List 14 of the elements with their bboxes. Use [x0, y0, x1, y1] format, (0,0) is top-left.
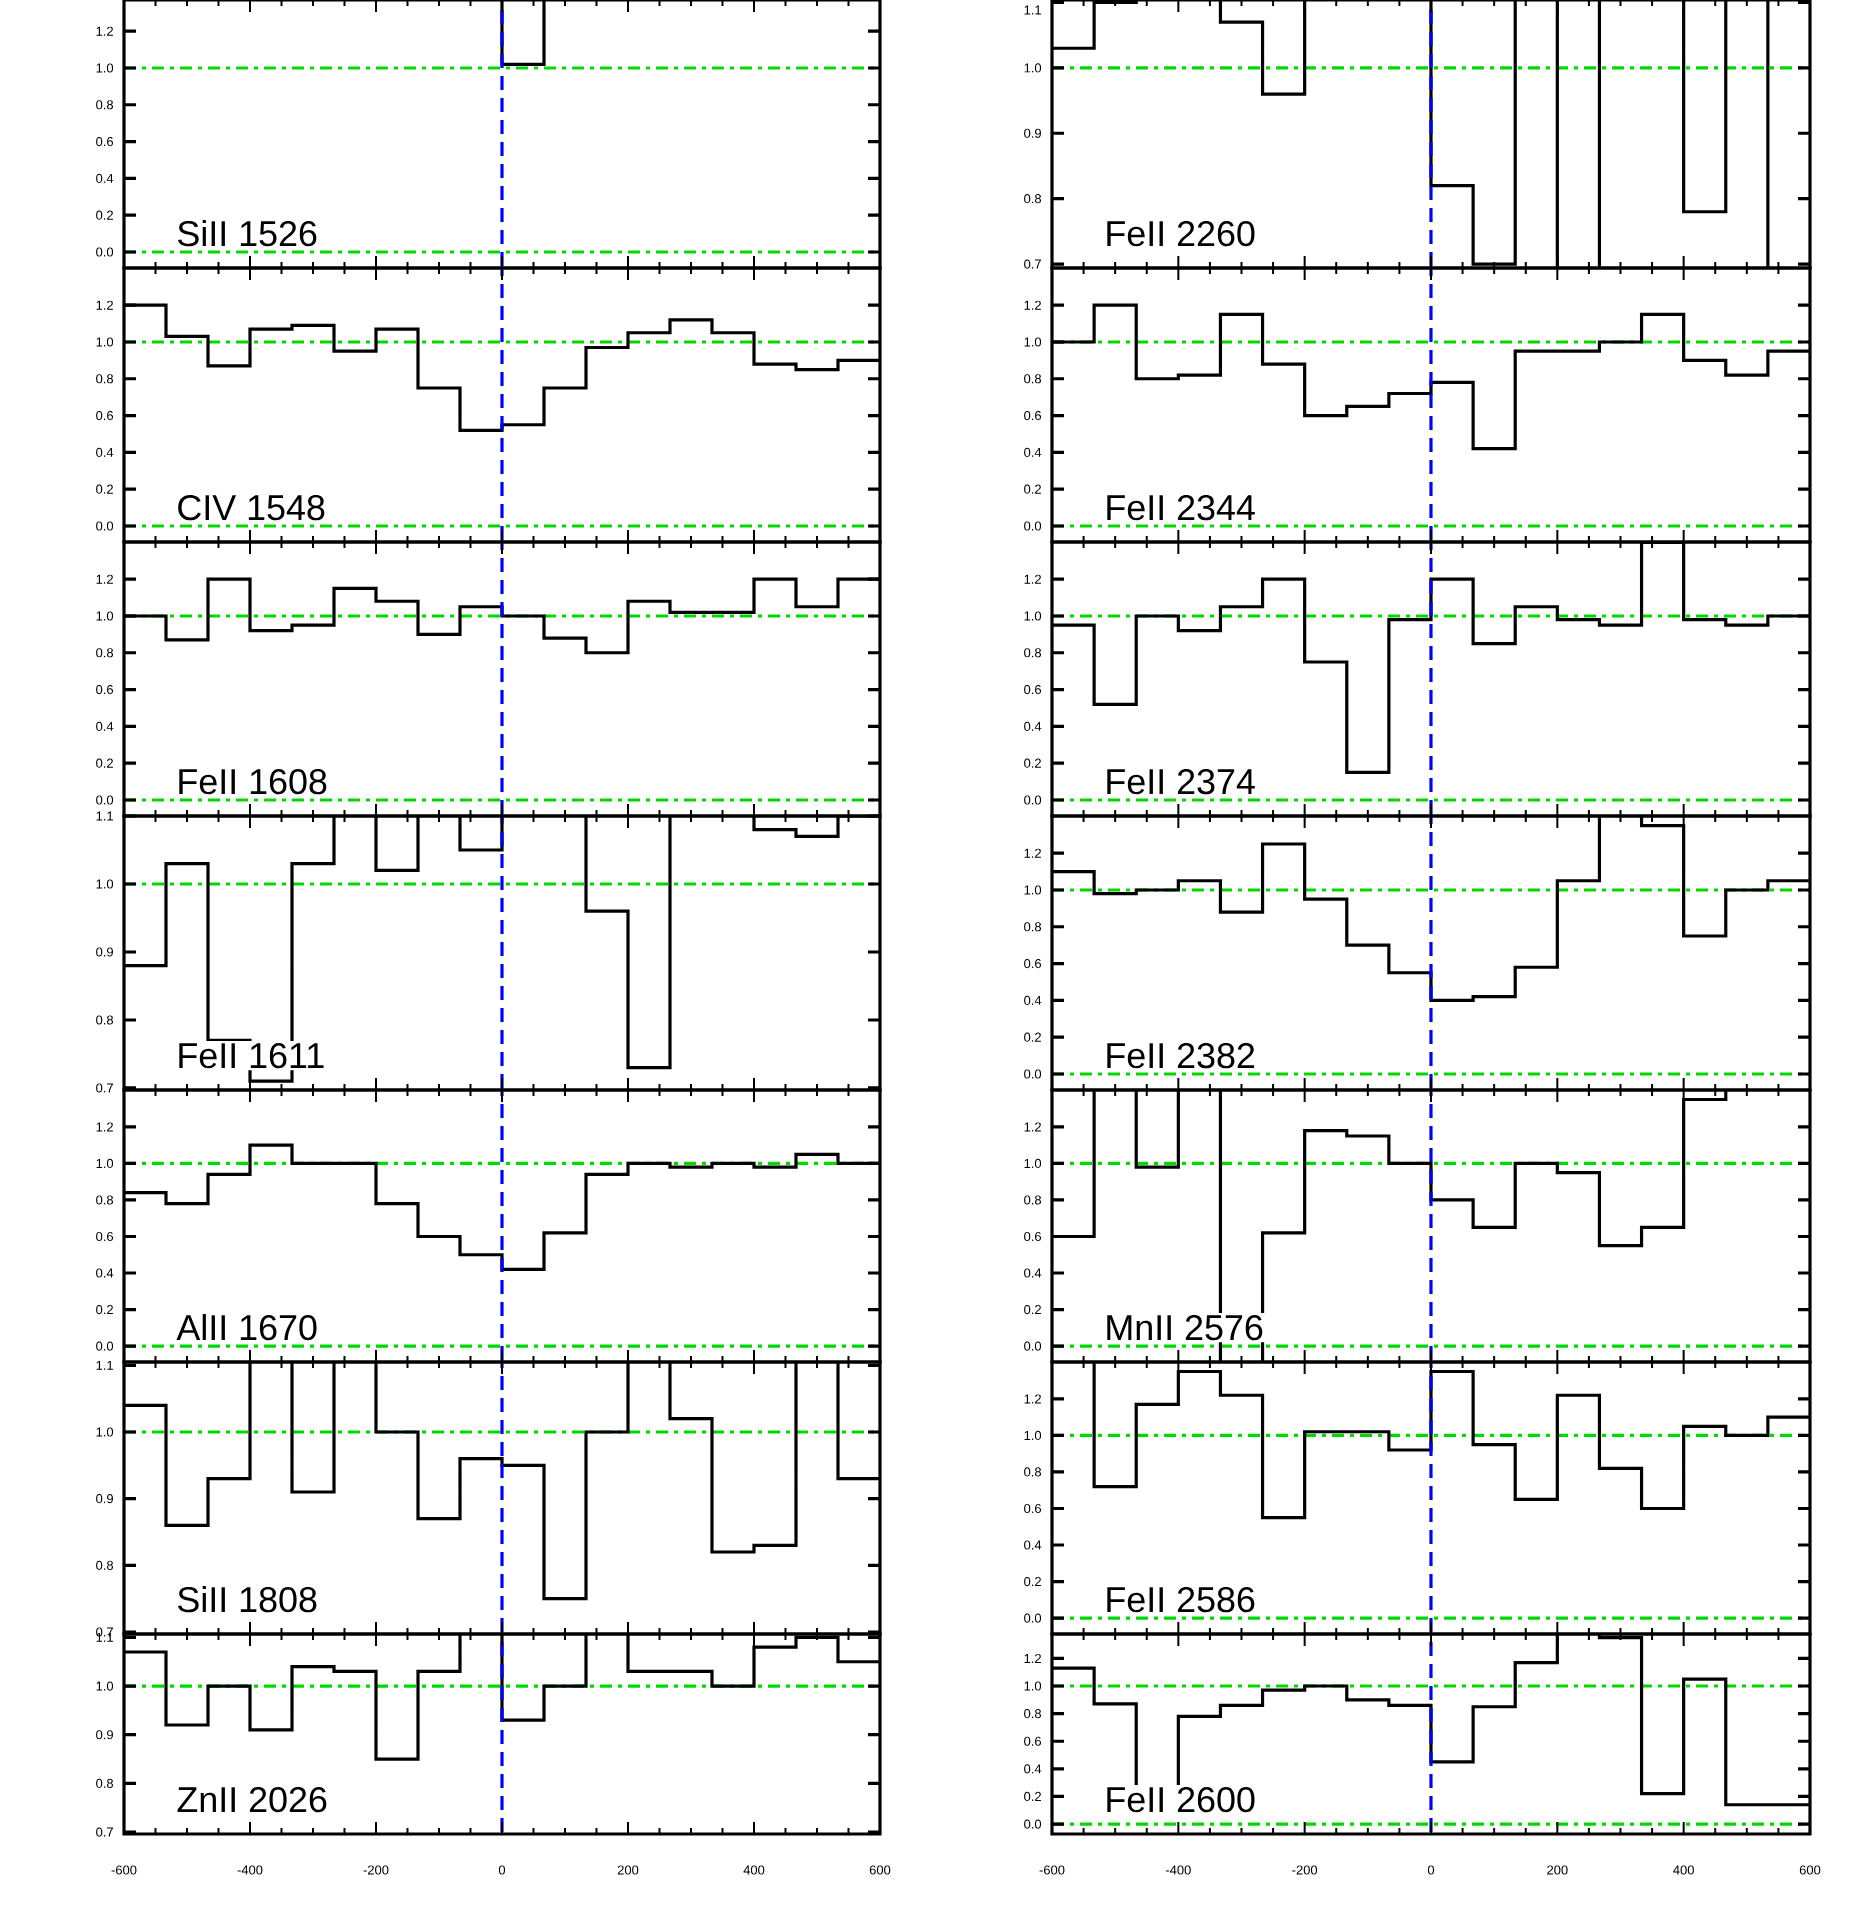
panel-label: MnII 2576 [1102, 1312, 1266, 1343]
panel-label: FeII 2600 [1102, 1784, 1258, 1815]
panel-label: CIV 1548 [174, 492, 328, 523]
panel-label: SiII 1526 [174, 218, 320, 249]
panel-label: SiII 1808 [174, 1584, 320, 1615]
panel-label: FeII 2344 [1102, 492, 1258, 523]
panel-label: FeII 1608 [174, 766, 330, 797]
panel-label: FeII 2260 [1102, 218, 1258, 249]
panel-label: FeII 1611 [174, 1040, 328, 1071]
panel-label: FeII 2382 [1102, 1040, 1258, 1071]
panel-label: FeII 2374 [1102, 766, 1258, 797]
panel-label: FeII 2586 [1102, 1584, 1258, 1615]
panel-label: AlII 1670 [174, 1312, 320, 1343]
panel-label: ZnII 2026 [174, 1784, 330, 1815]
